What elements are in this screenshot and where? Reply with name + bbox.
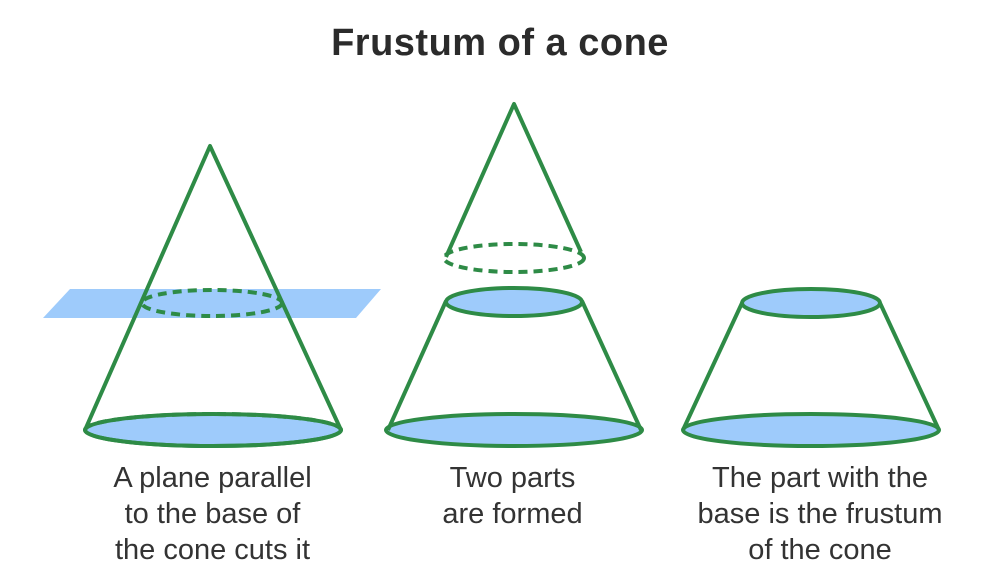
small-cone-base: [442, 242, 586, 274]
frustum-left-side: [681, 302, 744, 431]
caption-line: Two parts: [449, 462, 576, 494]
cone-base-front-edge: [83, 429, 343, 448]
frustum-bottom-base: [384, 412, 644, 448]
frustum-right-side: [580, 300, 643, 431]
cutting-plane: [43, 289, 381, 318]
frustum-right-side: [878, 302, 941, 431]
frustum-top-base: [740, 287, 882, 319]
caption-line: to the base of: [124, 498, 301, 530]
caption-panel-3: The part with the base is the frustum of…: [655, 460, 985, 568]
caption-line: base is the frustum: [697, 498, 943, 530]
frustum-top-base: [444, 286, 584, 318]
panel-2-two-parts: [384, 102, 644, 448]
panel-3-frustum: [681, 287, 941, 448]
caption-line: the cone cuts it: [114, 534, 311, 566]
cone-sides: [83, 144, 343, 431]
caption-line: are formed: [442, 498, 583, 530]
caption-line: A plane parallel: [113, 462, 312, 494]
caption-panel-2: Two parts are formed: [360, 460, 665, 532]
cone-base-back-edge: [83, 412, 343, 431]
frustum-left-side: [386, 300, 448, 431]
caption-line: The part with the: [712, 462, 928, 494]
frustum-bottom-base: [681, 412, 941, 448]
caption-panel-1: A plane parallel to the base of the cone…: [40, 460, 385, 568]
small-cone-sides: [444, 102, 583, 258]
panel-1-cone-with-plane: [43, 144, 381, 448]
caption-line: of the cone: [748, 534, 892, 566]
diagram-title: Frustum of a cone: [331, 22, 669, 64]
